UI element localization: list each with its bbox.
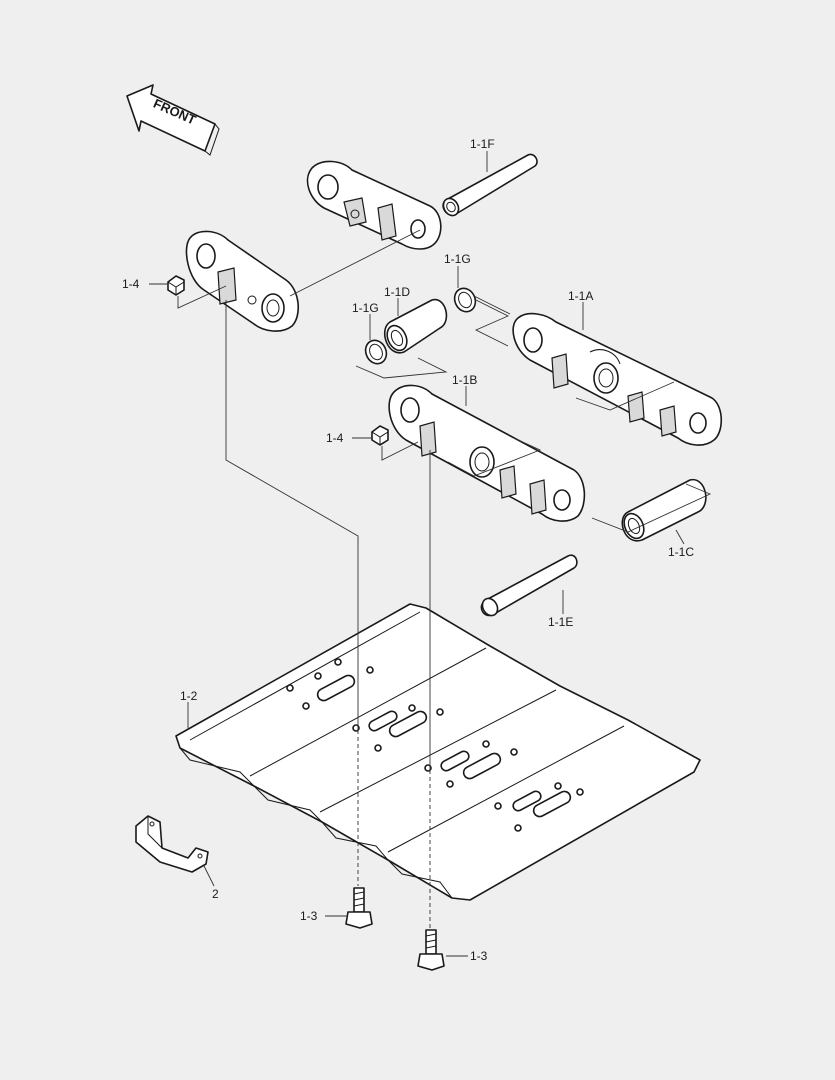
track-guard-2 (135, 815, 209, 873)
bushing-1-1C (621, 479, 707, 542)
seal-1-1G-left (364, 339, 388, 365)
callout-1-1C: 1-1C (668, 545, 694, 559)
nut-1-4-mid (371, 425, 389, 446)
pin-1-1E (480, 554, 578, 617)
seal-1-1G-top (453, 287, 477, 313)
callout-2: 2 (212, 887, 219, 901)
bolt-1-3-right (417, 929, 445, 971)
nut-1-4-top (167, 275, 185, 296)
link-assembly-1-1B (388, 384, 586, 522)
pin-1-1F (442, 153, 538, 217)
link-assembly-1-1A (512, 312, 723, 446)
bolt-1-3-left (345, 887, 373, 929)
leader-lines (177, 229, 712, 928)
callout-1-3-left: 1-3 (300, 909, 318, 923)
callout-1-3-right: 1-3 (470, 949, 488, 963)
callout-1-1A: 1-1A (568, 289, 593, 303)
callout-1-4-top: 1-4 (122, 277, 140, 291)
callout-leaders (149, 151, 685, 957)
track-shoe-1-2 (175, 603, 701, 901)
callout-1-1B: 1-1B (452, 373, 477, 387)
callout-1-1G-top: 1-1G (444, 252, 471, 266)
track-link-upper (306, 160, 442, 250)
callout-1-1D: 1-1D (384, 285, 410, 299)
callout-1-1E: 1-1E (548, 615, 573, 629)
callout-1-1F: 1-1F (470, 137, 495, 151)
front-arrow: FRONT (126, 84, 220, 156)
callout-1-1G-left: 1-1G (352, 301, 379, 315)
callout-1-2: 1-2 (180, 689, 198, 703)
callout-1-4-mid: 1-4 (326, 431, 344, 445)
track-link-left (185, 230, 299, 332)
bushing-1-1D (384, 299, 448, 354)
